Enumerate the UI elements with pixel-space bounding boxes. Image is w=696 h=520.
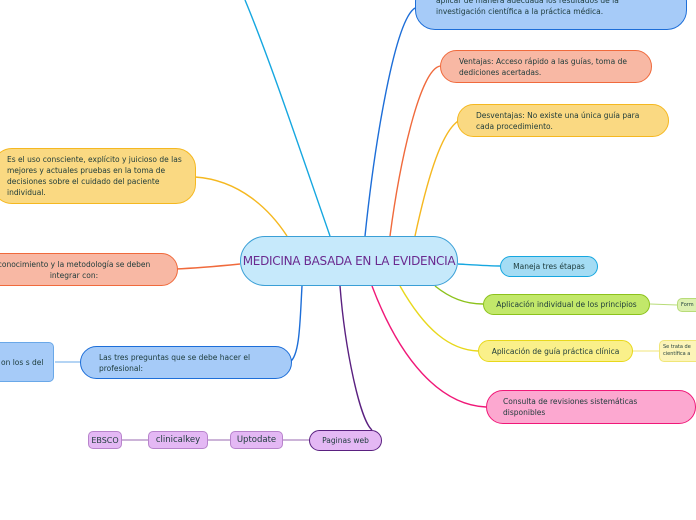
link-etapa1 xyxy=(434,285,484,305)
node-preguntas[interactable]: Las tres preguntas que se debe hacer el … xyxy=(80,346,292,379)
link-integrar xyxy=(174,263,241,270)
link-maneja xyxy=(457,263,501,267)
node-etapa1[interactable]: Aplicación individual de los principios xyxy=(483,294,650,315)
node-etapa1-text: Aplicación individual de los principios xyxy=(496,300,637,309)
central-topic-label: MEDICINA BASADA EN LA EVIDENCIA xyxy=(242,254,456,268)
node-etapa2-text: Aplicación de guía práctica clínica xyxy=(491,346,620,356)
node-definicion[interactable]: Es el uso consciente, explícito y juicio… xyxy=(0,148,196,204)
node-etapa3[interactable]: Consulta de revisiones sistemáticas disp… xyxy=(486,390,696,424)
link-cyan-top xyxy=(244,0,331,237)
link-etapa1-child xyxy=(649,303,678,306)
node-etapa2[interactable]: Aplicación de guía práctica clínica xyxy=(478,340,633,362)
link-paginas xyxy=(339,285,373,431)
link-preguntas xyxy=(289,285,303,363)
node-preguntas-child-text: on los s del xyxy=(1,357,44,367)
node-paginas[interactable]: Paginas web xyxy=(309,430,382,451)
link-objetivo xyxy=(364,7,416,237)
node-objetivo[interactable]: aplicar de manera adecuada los resultado… xyxy=(415,0,687,30)
node-etapa2-child-text: Se trata de científica a xyxy=(663,344,691,357)
node-desventajas[interactable]: Desventajas: No existe una única guía pa… xyxy=(457,104,669,137)
node-objetivo-text: aplicar de manera adecuada los resultado… xyxy=(436,0,619,16)
node-integrar[interactable]: conocimiento y la metodología se deben i… xyxy=(0,253,178,286)
node-maneja[interactable]: Maneja tres étapas xyxy=(500,256,598,277)
node-etapa2-child[interactable]: Se trata de científica a xyxy=(659,340,696,362)
node-uptodate[interactable]: Uptodate xyxy=(230,431,283,449)
node-etapa1-child[interactable]: Form xyxy=(677,298,696,312)
node-preguntas-text: Las tres preguntas que se debe hacer el … xyxy=(99,352,251,373)
node-integrar-text: conocimiento y la metodología se deben i… xyxy=(0,259,151,280)
node-etapa3-text: Consulta de revisiones sistemáticas disp… xyxy=(503,397,638,417)
link-etapa3 xyxy=(371,285,487,408)
link-desventajas xyxy=(414,119,461,237)
node-clinicalkey[interactable]: clinicalkey xyxy=(148,431,208,449)
link-definicion xyxy=(194,176,288,237)
node-uptodate-text: Uptodate xyxy=(236,434,277,445)
node-paginas-text: Paginas web xyxy=(322,436,369,445)
node-ebsco[interactable]: EBSCO xyxy=(88,431,122,449)
node-ventajas-text: Ventajas: Acceso rápido a las guías, tom… xyxy=(459,56,627,77)
central-topic[interactable]: MEDICINA BASADA EN LA EVIDENCIA xyxy=(240,236,458,286)
link-etapa2 xyxy=(399,285,479,352)
node-clinicalkey-text: clinicalkey xyxy=(155,434,201,445)
node-desventajas-text: Desventajas: No existe una única guía pa… xyxy=(476,110,640,131)
node-etapa1-child-text: Form xyxy=(681,301,694,308)
node-preguntas-child[interactable]: on los s del xyxy=(0,342,54,382)
node-maneja-text: Maneja tres étapas xyxy=(513,262,585,271)
node-definicion-text: Es el uso consciente, explícito y juicio… xyxy=(7,155,182,197)
node-ventajas[interactable]: Ventajas: Acceso rápido a las guías, tom… xyxy=(440,50,652,83)
node-ebsco-text: EBSCO xyxy=(91,435,119,445)
link-ventajas xyxy=(389,65,441,237)
